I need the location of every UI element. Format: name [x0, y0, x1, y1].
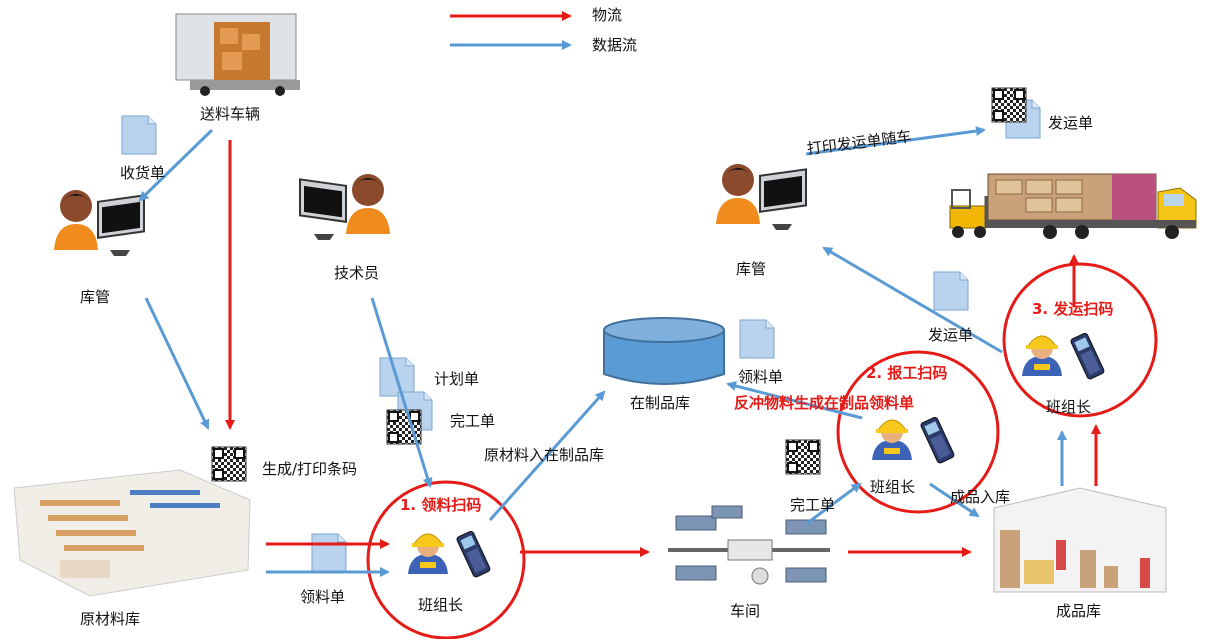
pick-doc-right-label: 领料单 — [738, 368, 784, 386]
team-leader-3-label: 班组长 — [1046, 398, 1092, 416]
workshop-illustration — [668, 505, 830, 585]
receiving-doc-icon — [121, 115, 157, 155]
truck-label: 送料车辆 — [200, 105, 261, 123]
step1-label: 1. 领料扫码 — [400, 496, 482, 514]
raw-to-wip-label: 原材料入在制品库 — [484, 446, 605, 464]
step2-label: 2. 报工扫码 — [866, 364, 948, 382]
step1-circle — [366, 480, 526, 639]
finish-doc-bottom-label: 完工单 — [790, 496, 836, 514]
ship-doc-top-label: 发运单 — [1048, 114, 1094, 132]
finished-in-label: 成品入库 — [950, 488, 1011, 506]
warehouse-keeper-left-label: 库管 — [80, 288, 111, 306]
step2-to-finished-arrow — [929, 482, 980, 518]
truck-illustration — [175, 13, 300, 96]
step3-circle — [1002, 262, 1158, 418]
warehouse-keeper-right-icon — [715, 163, 807, 231]
warehouse-keeper-left-icon — [53, 189, 145, 257]
step2-to-wip-arrow — [726, 381, 863, 420]
raw-warehouse-illustration — [13, 469, 251, 597]
step2-circle — [836, 350, 1000, 514]
workshop-qr-icon — [785, 439, 821, 475]
workshop-label: 车间 — [730, 602, 761, 620]
legend-logistics-label: 物流 — [592, 6, 623, 24]
barcode-qr-icon — [211, 446, 247, 482]
pick-doc-label: 领料单 — [300, 588, 346, 606]
wip-database-icon — [603, 317, 725, 385]
finished-warehouse-illustration — [993, 487, 1167, 593]
step1-to-wip-arrow — [488, 390, 606, 521]
team-leader-3-icon — [1021, 331, 1106, 381]
finish-doc-top-label: 完工单 — [450, 412, 496, 430]
technician-to-step1-arrow — [370, 297, 433, 488]
wip-warehouse-label: 在制品库 — [630, 394, 691, 412]
step3-to-keeper-arrow — [822, 246, 1003, 354]
technician-label: 技术员 — [334, 264, 380, 282]
raw-warehouse-label: 原材料库 — [80, 610, 141, 628]
keeper-to-raw-arrow — [144, 297, 210, 430]
ship-qr-icon — [991, 87, 1027, 123]
team-leader-1-icon — [407, 529, 492, 579]
generate-barcode-label: 生成/打印条码 — [262, 460, 358, 478]
technician-icon — [299, 173, 391, 241]
team-leader-1-label: 班组长 — [418, 596, 464, 614]
team-leader-2-icon — [871, 415, 956, 465]
plan-doc-label: 计划单 — [434, 370, 480, 388]
pick-doc-icon — [311, 533, 347, 573]
warehouse-keeper-right-label: 库管 — [736, 260, 767, 278]
truck-to-keeper-arrow — [138, 128, 214, 202]
team-leader-2-label: 班组长 — [870, 478, 916, 496]
finished-warehouse-label: 成品库 — [1056, 602, 1102, 620]
receiving-doc-label: 收货单 — [120, 164, 166, 182]
pick-doc-right-icon — [739, 319, 775, 359]
workshop-to-step2-arrow — [805, 482, 862, 526]
step3-label: 3. 发运扫码 — [1032, 300, 1114, 318]
delivery-truck-illustration — [949, 173, 1197, 239]
ship-doc-mid-icon — [933, 271, 969, 311]
keeper-to-shipdoc-arrow — [805, 126, 986, 156]
legend-dataflow-label: 数据流 — [592, 36, 638, 54]
backflush-label: 反冲物料生成在制品领料单 — [734, 394, 915, 412]
ship-doc-mid-label: 发运单 — [928, 326, 974, 344]
